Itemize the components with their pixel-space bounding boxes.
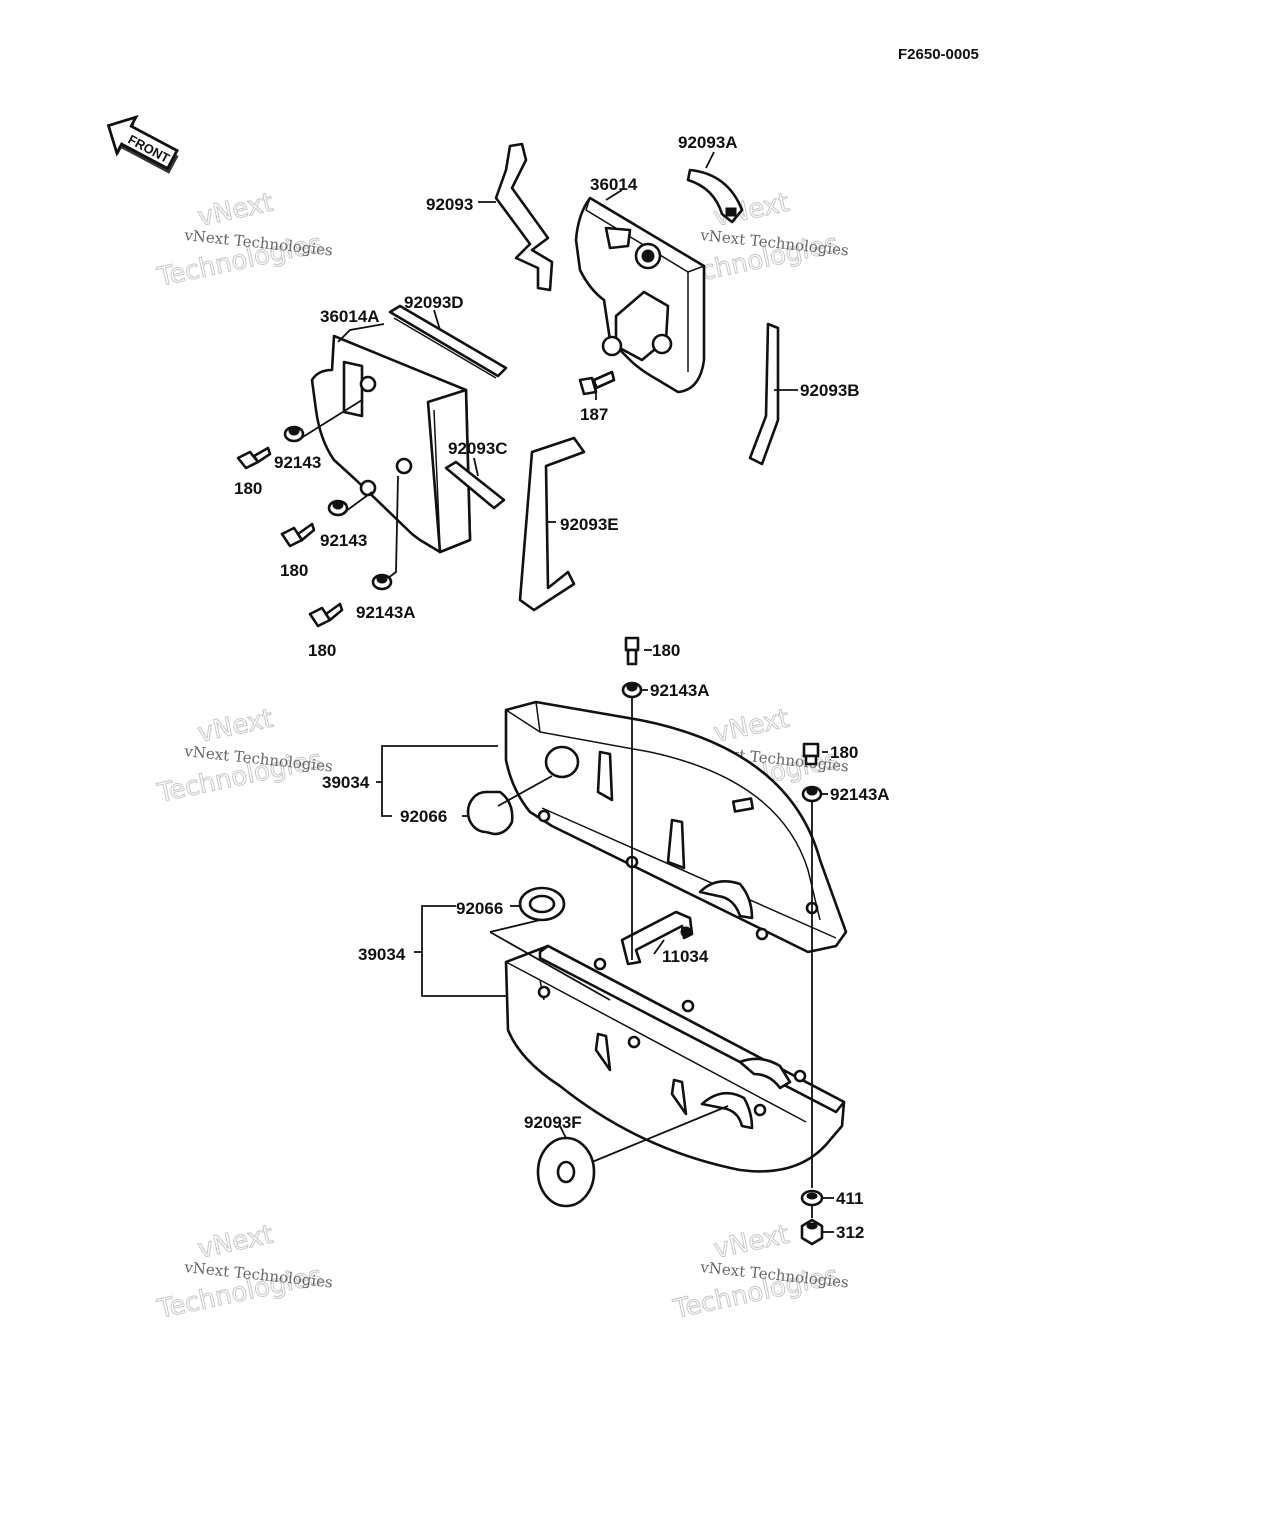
callout-11034: 11034 xyxy=(662,947,709,966)
washer-92143A-a xyxy=(371,573,393,591)
callout-92143-a: 92143 xyxy=(274,453,321,472)
callout-180-e: 180 xyxy=(830,743,858,762)
callout-92093D: 92093D xyxy=(404,293,464,312)
strip-92093C xyxy=(444,460,506,510)
callout-39034-a: 39034 xyxy=(322,773,370,792)
chain-case-upper-39034 xyxy=(504,700,848,954)
bracket-11034 xyxy=(620,910,694,966)
watermark-text: vNext xyxy=(711,704,792,749)
grommet-92066-b xyxy=(518,886,566,922)
washer-92143A-c xyxy=(801,785,823,803)
callout-92066-a: 92066 xyxy=(400,807,447,826)
bracket-36014 xyxy=(574,196,706,394)
callout-92093A: 92093A xyxy=(678,133,738,152)
bolt-180-c xyxy=(308,602,344,628)
washer-92143-b xyxy=(327,499,349,517)
callout-39034-b: 39034 xyxy=(358,945,406,964)
strip-92093B xyxy=(748,322,780,466)
callout-312: 312 xyxy=(836,1223,864,1242)
front-arrow-icon: FRONT xyxy=(106,114,179,174)
callout-92093F: 92093F xyxy=(524,1113,582,1132)
callout-36014: 36014 xyxy=(590,175,638,194)
callout-92143A-c: 92143A xyxy=(830,785,890,804)
seal-92093A xyxy=(686,168,744,224)
callout-180-c: 180 xyxy=(308,641,336,660)
cover-36014A xyxy=(310,334,472,554)
callout-411: 411 xyxy=(836,1189,863,1208)
bolt-180-e xyxy=(802,742,820,766)
leader-lines-bottom xyxy=(376,649,834,1233)
diagram-code: F2650-0005 xyxy=(898,46,979,63)
callout-92143A-b: 92143A xyxy=(650,681,710,700)
nut-312 xyxy=(800,1218,824,1246)
callout-92093C: 92093C xyxy=(448,439,508,458)
bolt-180-a xyxy=(236,446,272,470)
strip-92093D xyxy=(388,304,508,379)
washer-92143-a xyxy=(283,425,305,443)
callout-labels: 92093A 36014 92093 36014A 92093D 187 920… xyxy=(234,133,890,1242)
watermark-text: vNext xyxy=(195,188,276,233)
watermark-text: vNext xyxy=(195,704,276,749)
callout-36014A: 36014A xyxy=(320,307,380,326)
callout-92093B: 92093B xyxy=(800,381,860,400)
watermark-bottom-left: vNext Technologies vNext Technologies xyxy=(154,1219,334,1325)
callout-92143-b: 92143 xyxy=(320,531,367,550)
bolt-180-d xyxy=(624,636,640,666)
bolt-180-b xyxy=(280,522,316,548)
callout-180-a: 180 xyxy=(234,479,262,498)
watermark-text: vNext xyxy=(195,1220,276,1265)
callout-180-d: 180 xyxy=(652,641,680,660)
bolt-187 xyxy=(578,370,616,396)
plug-92066-a xyxy=(466,790,514,836)
callout-187: 187 xyxy=(580,405,608,424)
washer-92143A-b xyxy=(621,681,643,699)
leader-lines-top xyxy=(297,151,798,579)
watermark-top-left: vNext Technologies vNext Technologies xyxy=(154,187,334,293)
callout-180-b: 180 xyxy=(280,561,308,580)
chain-case-lower-39034 xyxy=(504,944,846,1173)
washer-92093F xyxy=(536,1136,596,1208)
callout-92093: 92093 xyxy=(426,195,473,214)
gasket-92093E xyxy=(518,436,586,612)
callout-92066-b: 92066 xyxy=(456,899,503,918)
watermark-text: vNext xyxy=(711,1220,792,1265)
watermark-mid-left: vNext Technologies vNext Technologies xyxy=(154,703,334,809)
washer-411 xyxy=(800,1189,824,1207)
callout-92093E: 92093E xyxy=(560,515,619,534)
gasket-92093 xyxy=(494,142,554,292)
callout-92143A-a: 92143A xyxy=(356,603,416,622)
